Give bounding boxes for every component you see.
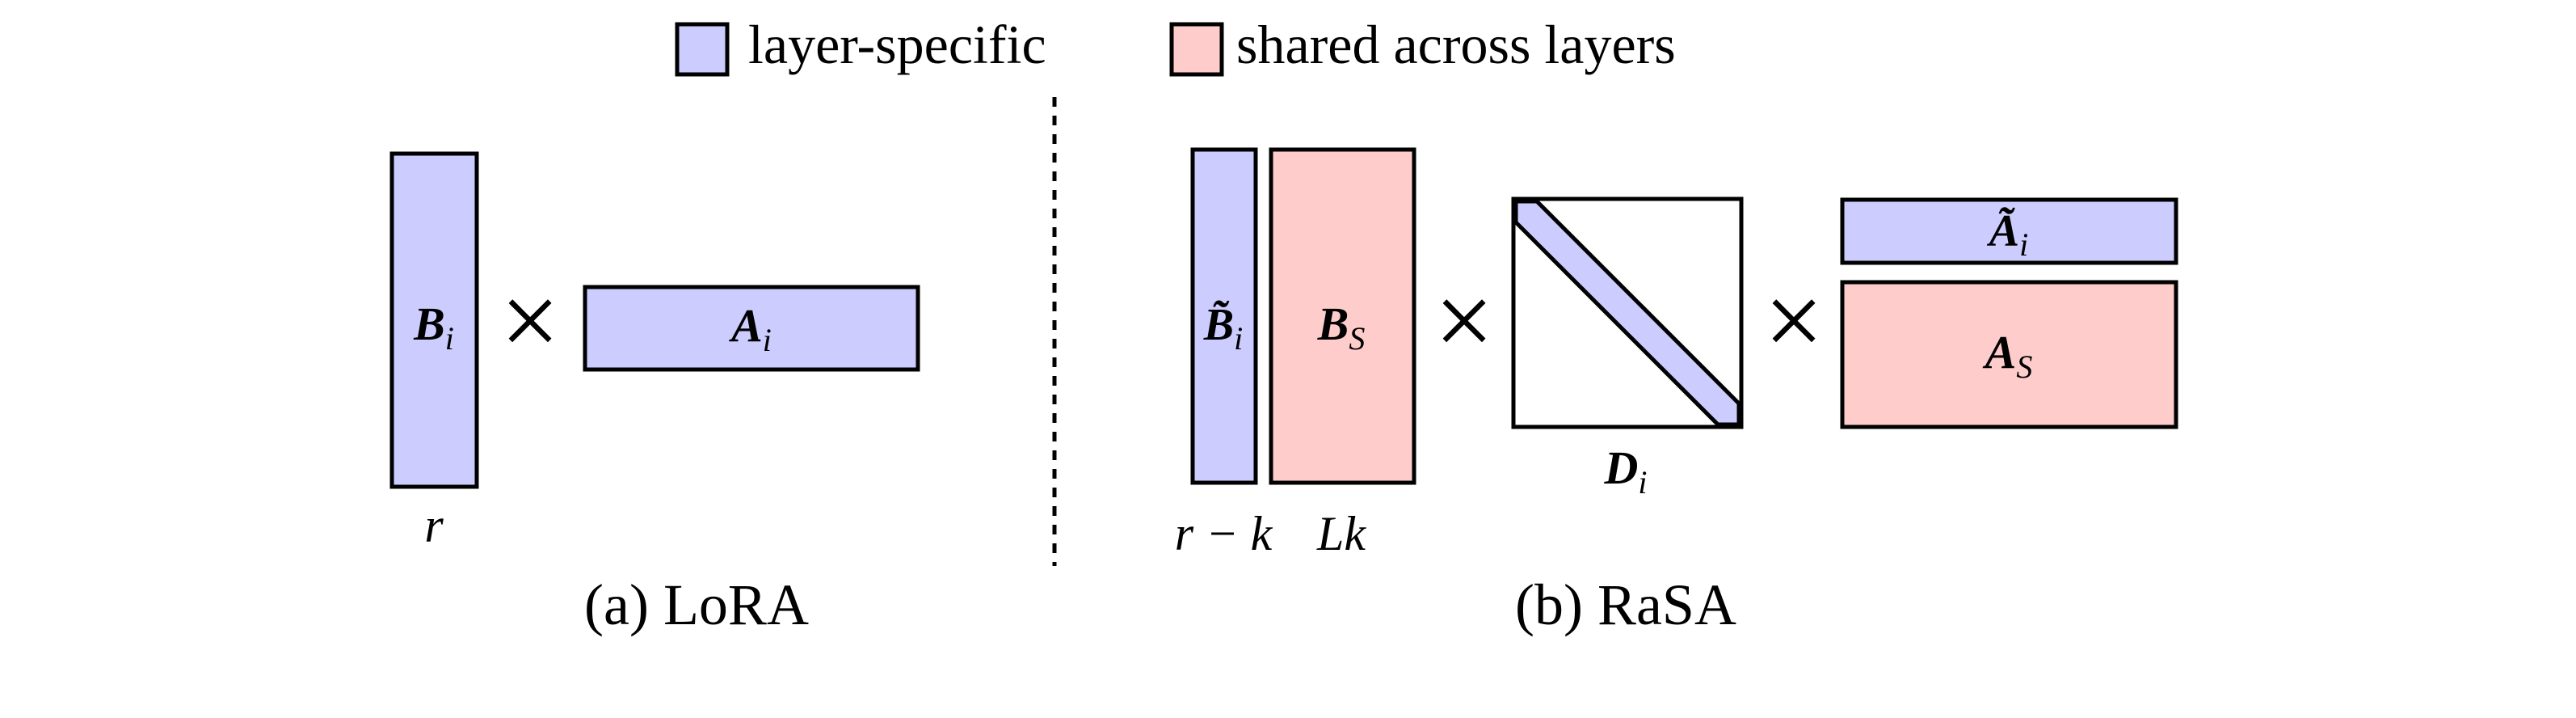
rasa-times-operator-2: × — [1764, 263, 1823, 379]
rasa-b-shared-label: BS — [1317, 298, 1366, 357]
rasa-b-specific-matrix — [1190, 147, 1258, 485]
rasa-panel: B̃i BS × Di × Ãi AS r − k Lk (b) RaSA — [1175, 147, 2178, 637]
lora-a-matrix — [583, 285, 920, 372]
rasa-caption: (b) RaSA — [1515, 572, 1736, 637]
legend: layer-specific shared across layers — [675, 14, 1676, 77]
rasa-b-specific-label: B̃i — [1203, 299, 1243, 357]
rasa-times-operator-1: × — [1434, 263, 1493, 379]
lora-b-matrix-label: Bi — [413, 298, 454, 357]
lora-b-matrix — [389, 151, 479, 489]
rasa-a-shared-matrix — [1840, 280, 2178, 429]
rasa-a-specific-matrix — [1840, 197, 2178, 265]
lora-rank-label: r — [424, 499, 444, 552]
rasa-a-shared-label: AS — [1983, 326, 2033, 385]
rasa-d-matrix-label: Di — [1603, 441, 1647, 500]
rasa-a-specific-label: Ãi — [1987, 206, 2028, 263]
rasa-d-diagonal-band — [1513, 199, 1741, 427]
lora-panel: Bi × Ai r (a) LoRA — [389, 151, 920, 637]
legend-swatch-layer-specific — [675, 22, 730, 77]
lora-a-matrix-label: Ai — [729, 299, 772, 358]
legend-label-layer-specific: layer-specific — [748, 14, 1046, 75]
rasa-rank-specific-label: r − k — [1175, 507, 1273, 560]
rasa-b-shared-matrix — [1269, 147, 1416, 485]
rasa-rank-shared-label: Lk — [1316, 507, 1366, 560]
rasa-d-matrix — [1511, 196, 1744, 429]
lora-times-operator: × — [500, 263, 559, 379]
lora-caption: (a) LoRA — [584, 572, 809, 637]
legend-label-shared: shared across layers — [1236, 14, 1676, 75]
legend-swatch-shared — [1169, 22, 1224, 77]
